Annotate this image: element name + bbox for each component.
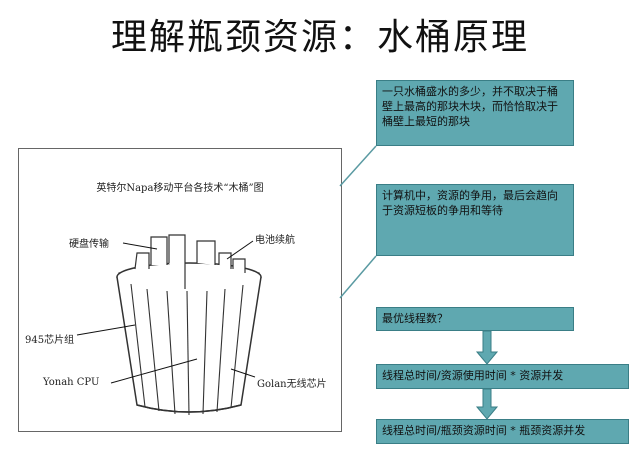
stave-right xyxy=(232,258,246,273)
stave-mid-right xyxy=(196,240,216,265)
callout-pointer-1 xyxy=(339,145,377,187)
label-chipset: 945芯片组 xyxy=(25,335,75,346)
label-battery: 电池续航 xyxy=(255,235,295,246)
flow-arrow-2 xyxy=(475,388,499,420)
flow-arrow-1 xyxy=(475,330,499,365)
label-wireless: Golan无线芯片 xyxy=(257,379,327,390)
stave-tall-mid xyxy=(168,234,186,289)
figure-title: 英特尔Napa移动平台各技术“木桶”图 xyxy=(96,183,264,194)
bucket-drawing xyxy=(76,234,262,416)
stave-hdd xyxy=(150,236,168,265)
callout-bucket-principle: 一只水桶盛水的多少，并不取决于桶壁上最高的那块木块，而恰恰取决于桶壁上最短的那块 xyxy=(376,80,574,146)
callout-pointer-2 xyxy=(339,255,377,299)
flow-step-optimal-threads: 最优线程数？ xyxy=(376,307,574,331)
slide-title: 理解瓶颈资源：水桶原理 xyxy=(110,17,529,58)
label-hdd: 硬盘传输 xyxy=(69,239,109,250)
flow-step-bottleneck-formula: 线程总时间/瓶颈资源时间 * 瓶颈资源并发 xyxy=(376,419,629,444)
stave-battery xyxy=(218,252,232,269)
bucket-figure: 英特尔Napa移动平台各技术“木桶”图 xyxy=(18,148,342,432)
flow-step-resource-formula: 线程总时间/资源使用时间 * 资源并发 xyxy=(376,364,629,389)
callout-computer-resources: 计算机中，资源的争用，最后会趋向于资源短板的争用和等待 xyxy=(376,184,574,256)
stave-short-left xyxy=(134,252,150,270)
label-cpu: Yonah CPU xyxy=(43,377,100,388)
